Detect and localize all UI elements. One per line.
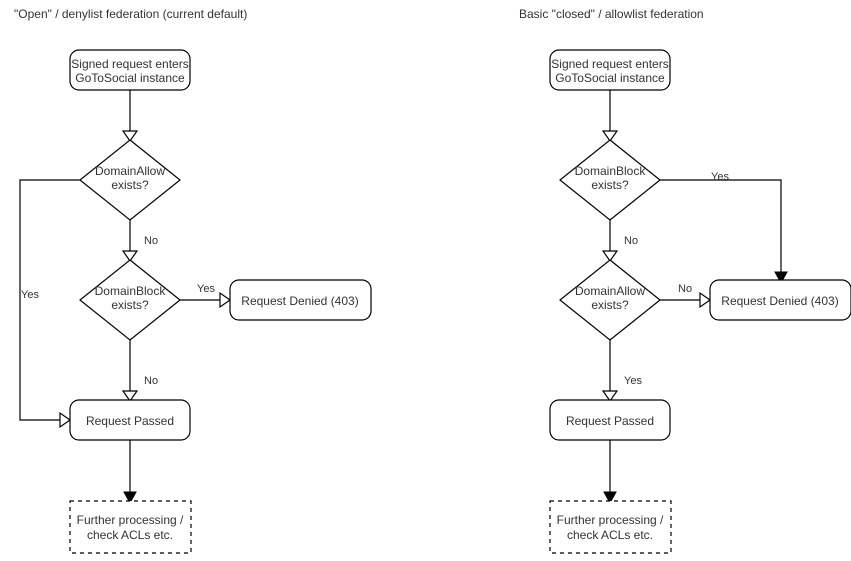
node-domainblock-closed-label-2: exists? [591,178,629,192]
node-entry-open-label-1: Signed request enters [71,57,188,71]
node-further-open[interactable]: Further processing / check ACLs etc. [69,500,192,554]
node-denied-open-label: Request Denied (403) [241,294,358,308]
edge-domainblock-yes-to-denied-closed: Yes [660,171,788,285]
node-passed-open[interactable]: Request Passed [69,399,191,441]
node-passed-open-label: Request Passed [86,414,174,428]
edge-passed-to-further-open [123,440,137,505]
node-domainallow-open-label-1: DomainAllow [95,164,165,178]
panel-title-closed: Basic "closed" / allowlist federation [519,7,704,21]
edge-entry-to-domainallow [121,90,139,143]
edge-passed-to-further-closed [603,440,617,505]
node-domainblock-closed-label-1: DomainBlock [575,164,647,178]
node-domainallow-open[interactable]: DomainAllow exists? [79,139,181,221]
node-domainblock-open[interactable]: DomainBlock exists? [79,259,181,341]
node-further-closed-label-1: Further processing / [557,513,664,527]
node-denied-closed-shape [709,279,851,321]
node-domainallow-closed-label-2: exists? [591,298,629,312]
node-domainblock-open-label-1: DomainBlock [95,284,167,298]
edge-label-domainblock-yes-open: Yes [197,283,215,295]
node-denied-open-shape [229,279,372,321]
node-denied-closed[interactable]: Request Denied (403) [709,279,851,321]
node-further-open-label-2: check ACLs etc. [87,528,173,542]
edge-domainallow-no-to-domainblock: No [121,220,158,263]
panel-open-federation: "Open" / denylist federation (current de… [14,7,372,554]
node-entry-closed-label-2: GoToSocial instance [555,71,665,85]
node-entry-closed[interactable]: Signed request enters GoToSocial instanc… [549,49,671,91]
edge-label-domainblock-yes-closed: Yes [711,171,729,183]
node-further-closed-shape [549,500,672,554]
panel-title-open: "Open" / denylist federation (current de… [14,7,247,21]
edge-label-domainallow-no-open: No [144,235,158,247]
node-further-closed[interactable]: Further processing / check ACLs etc. [549,500,672,554]
edge-label-domainallow-no-closed: No [678,283,692,295]
node-passed-closed[interactable]: Request Passed [549,399,671,441]
node-domainallow-open-label-2: exists? [111,178,149,192]
edge-domainblock-no-to-passed: No [121,340,158,403]
node-further-open-label-1: Further processing / [77,513,184,527]
node-domainblock-open-label-2: exists? [111,298,149,312]
edge-label-domainblock-no-closed: No [624,235,638,247]
node-further-closed-label-2: check ACLs etc. [567,528,653,542]
node-domainallow-closed[interactable]: DomainAllow exists? [559,259,661,341]
edge-entry-to-domainblock-closed [601,90,619,143]
edge-domainallow-yes-to-passed-closed: Yes [601,340,642,403]
edge-label-domainallow-yes-closed: Yes [624,375,642,387]
edge-domainblock-no-to-domainallow-closed: No [601,220,638,263]
node-entry-closed-label-1: Signed request enters [551,57,668,71]
node-further-open-shape [69,500,192,554]
node-passed-closed-label: Request Passed [566,414,654,428]
edge-label-domainallow-yes-open: Yes [21,289,39,301]
node-denied-closed-label: Request Denied (403) [721,294,838,308]
node-denied-open[interactable]: Request Denied (403) [229,279,372,321]
edge-label-domainblock-no-open: No [144,375,158,387]
panel-closed-federation: Basic "closed" / allowlist federation Si… [519,7,851,554]
node-entry-open[interactable]: Signed request enters GoToSocial instanc… [69,49,191,91]
edge-domainallow-yes-to-passed: Yes [19,179,80,429]
edge-domainallow-no-to-denied-closed: No [660,283,712,309]
node-domainallow-closed-label-1: DomainAllow [575,284,645,298]
node-entry-open-label-2: GoToSocial instance [75,71,185,85]
node-domainblock-closed[interactable]: DomainBlock exists? [559,139,661,221]
edge-domainblock-yes-to-denied: Yes [180,283,232,309]
